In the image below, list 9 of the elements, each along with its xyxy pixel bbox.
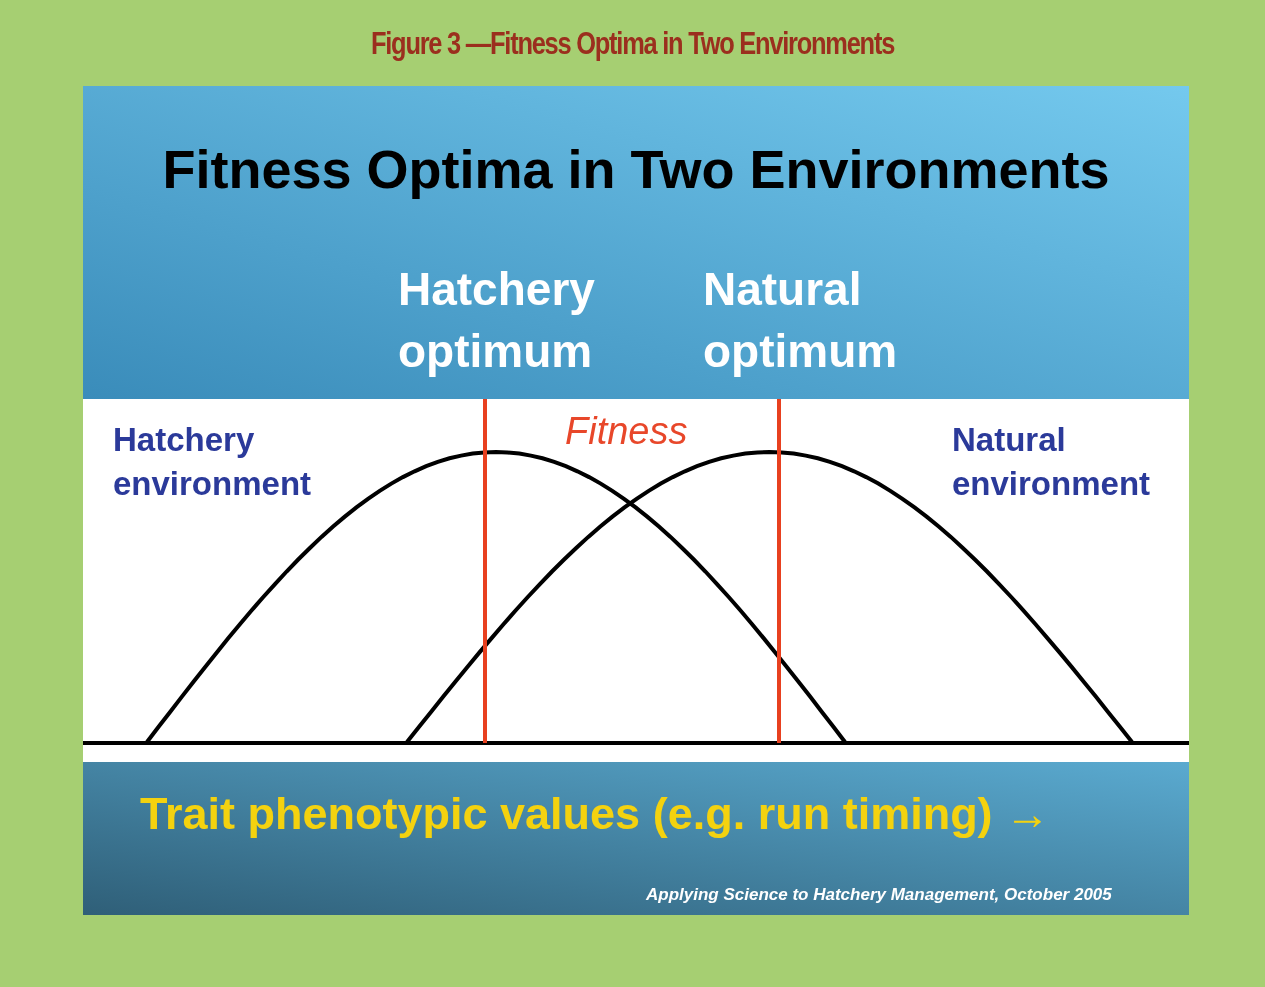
environment-label: Hatchery environment xyxy=(113,420,313,504)
optimum-label: Hatchery optimum xyxy=(398,262,596,379)
environment-label: Natural environment xyxy=(952,420,1152,504)
optimum-label: Natural optimum xyxy=(703,262,899,379)
axis-label: Trait phenotypic values (e.g. run timing) → xyxy=(140,788,1051,840)
axis-label: Fitness xyxy=(565,410,688,453)
slide-title: Fitness Optima in Two Environments xyxy=(161,138,1111,200)
figure-title: Figure 3 —Fitness Optima in Two Environments xyxy=(369,26,896,62)
source-note: Applying Science to Hatchery Management, October 2005 xyxy=(646,885,1112,905)
